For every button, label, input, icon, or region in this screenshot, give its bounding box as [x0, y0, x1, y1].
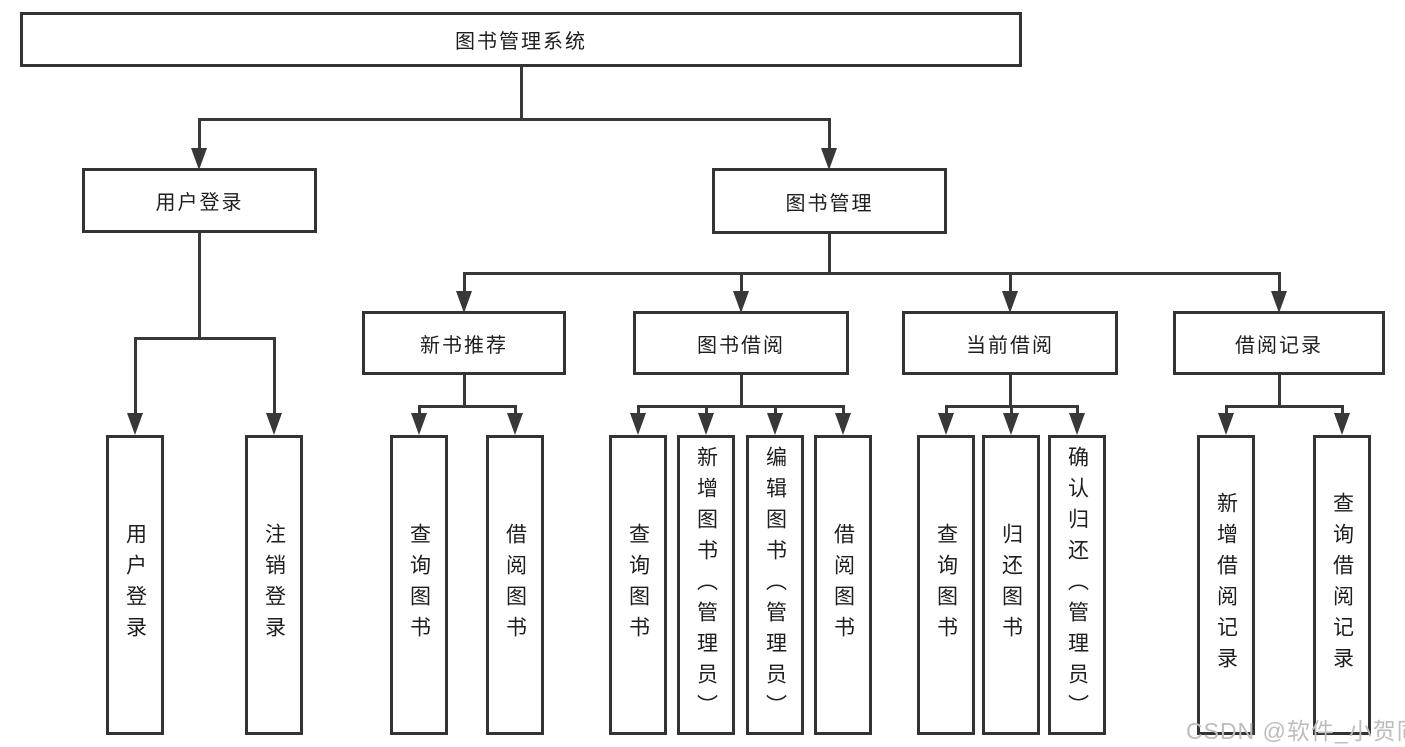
arrow-down-icon: [266, 413, 282, 435]
connector-vline: [637, 405, 640, 417]
node-label: 借阅记录: [1235, 334, 1323, 357]
connector-vline: [1009, 373, 1012, 407]
connector-vline: [740, 373, 743, 407]
arrow-down-icon: [698, 413, 714, 435]
leaf-label: 查询借阅记录: [1330, 492, 1354, 678]
connector-vline: [740, 272, 743, 293]
arrow-down-icon: [1003, 413, 1019, 435]
arrow-down-icon: [733, 291, 749, 313]
leaf-label: 借阅图书: [831, 523, 855, 647]
connector-vline: [1076, 405, 1079, 417]
connector-vline: [774, 405, 777, 417]
node-label: 图书管理系统: [455, 31, 587, 53]
connector-vline: [1278, 373, 1281, 407]
connector-vline: [514, 405, 517, 417]
arrow-down-icon: [456, 291, 472, 313]
leaf-label: 编辑图书（管理员）: [763, 445, 787, 725]
arrow-down-icon: [411, 413, 427, 435]
connector-hline: [134, 337, 276, 340]
leaf-current-return-books: 归还图书: [982, 435, 1040, 735]
leaf-records-query-record: 查询借阅记录: [1313, 435, 1371, 735]
leaf-records-add-record: 新增借阅记录: [1197, 435, 1255, 735]
connector-vline: [520, 64, 523, 120]
leaf-label: 新增图书（管理员）: [694, 445, 718, 725]
connector-hline: [637, 405, 845, 408]
connector-hline: [198, 118, 830, 121]
node-root-system: 图书管理系统: [20, 12, 1022, 67]
connector-vline: [1010, 405, 1013, 417]
leaf-label: 新增借阅记录: [1214, 492, 1238, 678]
leaf-borrow-add-books-admin: 新增图书（管理员）: [677, 435, 735, 735]
connector-vline: [842, 405, 845, 417]
arrow-down-icon: [1069, 413, 1085, 435]
leaf-current-confirm-return-admin: 确认归还（管理员）: [1048, 435, 1106, 735]
connector-vline: [198, 230, 201, 339]
connector-vline: [1225, 405, 1228, 417]
leaf-label: 借阅图书: [503, 523, 527, 647]
arrow-down-icon: [630, 413, 646, 435]
connector-vline: [828, 231, 831, 274]
arrow-down-icon: [821, 148, 837, 170]
leaf-user-login: 用户登录: [106, 435, 164, 735]
node-label: 用户登录: [155, 192, 244, 214]
arrow-down-icon: [938, 413, 954, 435]
connector-vline: [418, 405, 421, 417]
csdn-watermark: CSDN @软件_小贺同学: [1186, 718, 1405, 744]
connector-vline: [463, 373, 466, 407]
arrow-down-icon: [1334, 413, 1350, 435]
connector-hline: [463, 272, 1281, 275]
node-user-login: 用户登录: [82, 168, 317, 233]
leaf-label: 确认归还（管理员）: [1065, 445, 1089, 725]
node-label: 新书推荐: [420, 334, 508, 357]
node-current-borrowing: 当前借阅: [902, 311, 1118, 375]
arrow-down-icon: [835, 413, 851, 435]
leaf-newrec-borrow-books: 借阅图书: [486, 435, 544, 735]
leaf-newrec-query-books: 查询图书: [390, 435, 448, 735]
leaf-label: 归还图书: [999, 523, 1023, 647]
connector-vline: [945, 405, 948, 417]
connector-vline: [828, 118, 831, 150]
connector-vline: [273, 337, 276, 415]
connector-hline: [1225, 405, 1344, 408]
leaf-current-query-books: 查询图书: [917, 435, 975, 735]
node-label: 图书借阅: [697, 334, 785, 357]
arrow-down-icon: [507, 413, 523, 435]
connector-hline: [418, 405, 517, 408]
leaf-borrow-edit-books-admin: 编辑图书（管理员）: [746, 435, 804, 735]
leaf-logout: 注销登录: [245, 435, 303, 735]
arrow-down-icon: [1002, 291, 1018, 313]
connector-vline: [463, 272, 466, 293]
node-borrowing-records: 借阅记录: [1173, 311, 1385, 375]
leaf-label: 用户登录: [123, 523, 147, 647]
arrow-down-icon: [191, 148, 207, 170]
connector-vline: [1009, 272, 1012, 293]
node-book-management: 图书管理: [712, 168, 947, 234]
node-label: 图书管理: [785, 192, 874, 215]
arrow-down-icon: [1218, 413, 1234, 435]
leaf-label: 查询图书: [934, 523, 958, 647]
connector-vline: [134, 337, 137, 415]
node-book-borrowing: 图书借阅: [633, 311, 849, 375]
connector-vline: [705, 405, 708, 417]
arrow-down-icon: [1271, 291, 1287, 313]
arrow-down-icon: [767, 413, 783, 435]
connector-vline: [1341, 405, 1344, 417]
leaf-borrow-borrow-books: 借阅图书: [814, 435, 872, 735]
leaf-borrow-query-books: 查询图书: [609, 435, 667, 735]
connector-vline: [1278, 272, 1281, 293]
node-label: 当前借阅: [966, 334, 1054, 357]
arrow-down-icon: [127, 413, 143, 435]
leaf-label: 注销登录: [262, 523, 286, 647]
leaf-label: 查询图书: [626, 523, 650, 647]
leaf-label: 查询图书: [407, 523, 431, 647]
node-new-book-recommendation: 新书推荐: [362, 311, 566, 375]
connector-vline: [198, 118, 201, 150]
